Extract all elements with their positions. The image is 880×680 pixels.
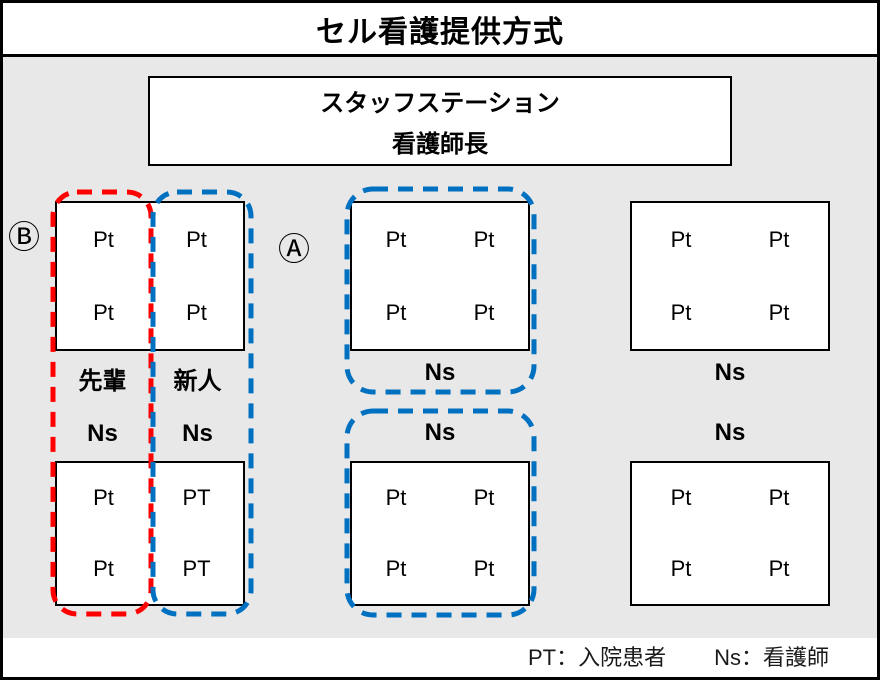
patient-cell: Pt	[768, 555, 790, 581]
patient-cell: Pt	[186, 299, 207, 325]
patient-cell: Pt	[473, 485, 495, 511]
patient-cell: Pt	[186, 226, 207, 252]
patient-cell: PT	[182, 555, 211, 581]
patient-cell: Pt	[385, 485, 407, 511]
patient-cell: Pt	[473, 555, 495, 581]
right-bottom-ns-label: Ns	[714, 419, 746, 446]
patient-cell: Pt	[670, 299, 692, 325]
patient-cell: Pt	[93, 555, 114, 581]
senior-ns-label: Ns	[87, 419, 118, 447]
newcomer-ns-label: Ns	[182, 419, 213, 447]
patient-box-right-top: Pt Pt Pt Pt	[630, 201, 830, 351]
marker-circle-b: Ⓑ	[8, 219, 41, 255]
page-title: セル看護提供方式	[3, 3, 877, 57]
diagram-canvas: スタッフステーション 看護師長 Ⓑ Ⓐ Pt Pt Pt Pt 先輩 新人 Ns…	[3, 57, 877, 638]
middle-bottom-ns-label: Ns	[424, 419, 456, 446]
patient-cell: Pt	[768, 485, 790, 511]
staff-station-box: スタッフステーション 看護師長	[148, 76, 732, 166]
patient-cell: Pt	[768, 299, 790, 325]
patient-cell: Pt	[473, 226, 495, 252]
patient-box-left-top: Pt Pt Pt Pt	[55, 201, 245, 351]
patient-cell: Pt	[385, 555, 407, 581]
left-nurse-labels: 先輩 新人 Ns Ns	[55, 351, 245, 461]
patient-cell: Pt	[93, 485, 114, 511]
patient-box-middle-bottom: Pt Pt Pt Pt	[350, 461, 530, 606]
newcomer-label: 新人	[173, 368, 222, 395]
patient-cell: Pt	[93, 299, 114, 325]
senior-label: 先輩	[78, 368, 127, 395]
patient-box-middle-top: Pt Pt Pt Pt	[350, 201, 530, 351]
patient-cell: Pt	[670, 555, 692, 581]
marker-circle-a: Ⓐ	[278, 231, 311, 267]
right-top-ns-label: Ns	[714, 359, 746, 386]
staff-station-label: スタッフステーション	[320, 90, 560, 118]
patient-cell: Pt	[768, 226, 790, 252]
legend-pt-label: PT：入院患者	[527, 645, 667, 670]
patient-box-left-bottom: Pt PT Pt PT	[55, 461, 245, 606]
patient-cell: PT	[182, 485, 211, 511]
patient-cell: Pt	[385, 299, 407, 325]
middle-top-ns-label: Ns	[424, 359, 456, 386]
patient-cell: Pt	[670, 226, 692, 252]
patient-cell: Pt	[93, 226, 114, 252]
patient-cell: Pt	[670, 485, 692, 511]
patient-cell: Pt	[385, 226, 407, 252]
legend: PT：入院患者 Ns：看護師	[3, 638, 877, 674]
legend-ns-label: Ns：看護師	[714, 645, 829, 670]
patient-box-right-bottom: Pt Pt Pt Pt	[630, 461, 830, 606]
head-nurse-label: 看護師長	[392, 130, 488, 158]
patient-cell: Pt	[473, 299, 495, 325]
